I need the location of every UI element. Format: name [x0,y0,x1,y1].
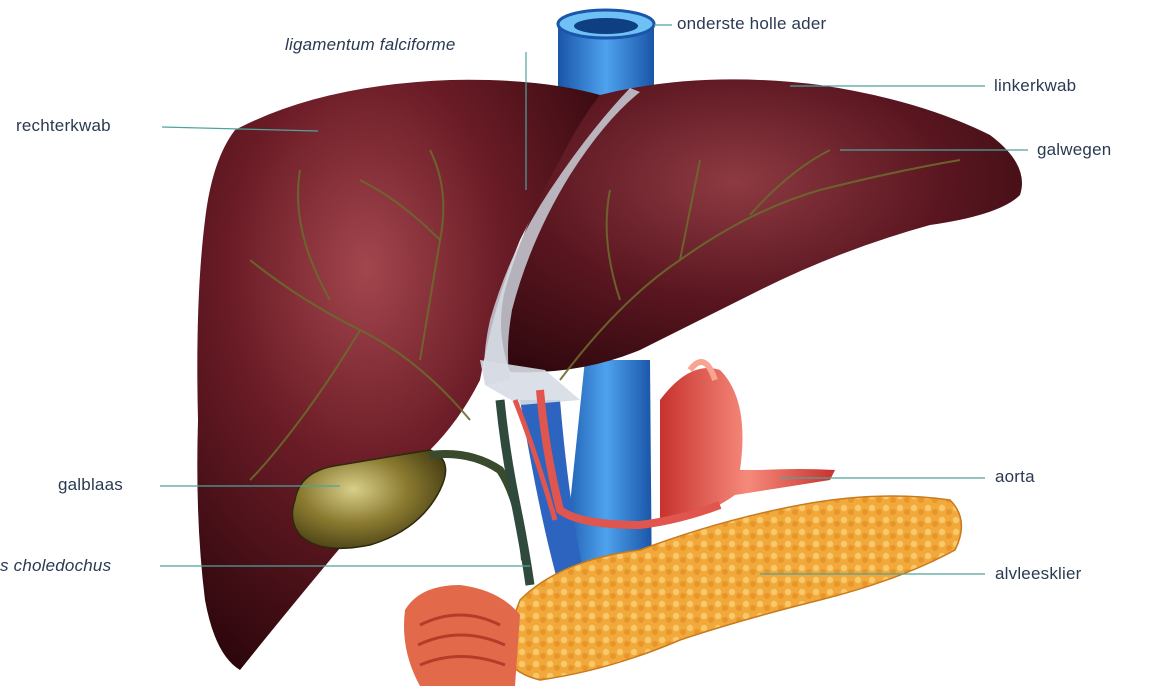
aorta [660,362,835,520]
label-left-lobe: linkerkwab [994,76,1076,96]
label-vena-cava: onderste holle ader [677,14,826,34]
label-bile-ducts: galwegen [1037,140,1111,160]
label-pancreas: alvleesklier [995,564,1082,584]
duodenum [404,585,520,686]
label-choledochus: s choledochus [0,556,111,576]
label-falciform-ligament: ligamentum falciforme [285,35,455,55]
label-right-lobe: rechterkwab [16,116,111,136]
label-aorta: aorta [995,467,1035,487]
label-gallbladder: galblaas [58,475,123,495]
